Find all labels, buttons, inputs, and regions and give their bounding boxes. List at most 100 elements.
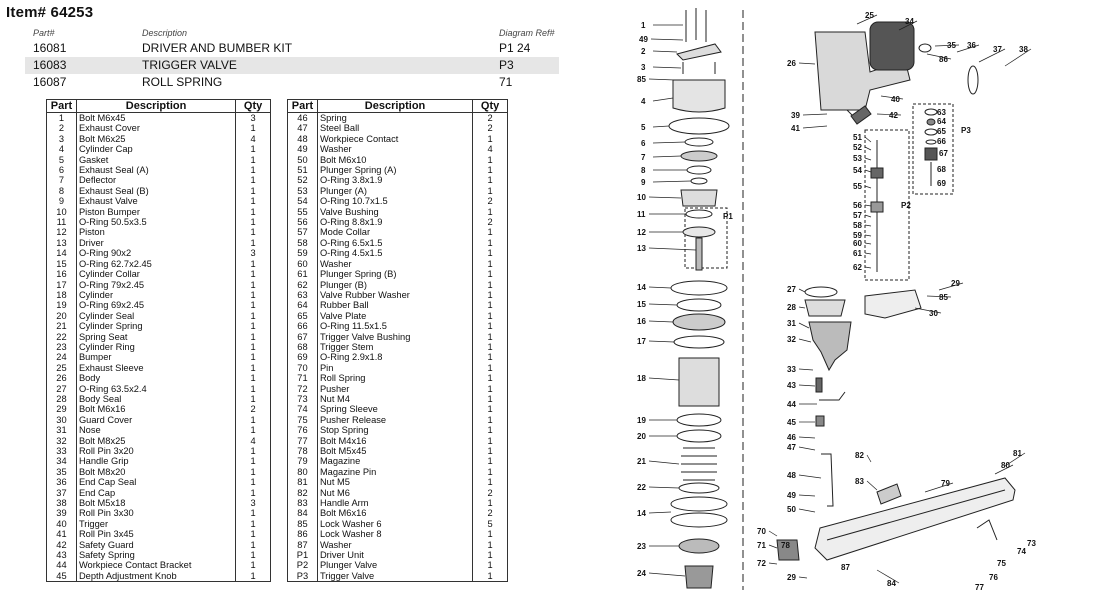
callout-label: 33 bbox=[787, 365, 796, 374]
col-header-part: Part bbox=[287, 99, 318, 113]
callout-labels: 1492385456789101112131415161718192021221… bbox=[637, 11, 1036, 592]
part-number: 62 bbox=[287, 279, 318, 290]
leader-line bbox=[652, 155, 682, 158]
leader-line bbox=[876, 569, 900, 584]
part-qty: 1 bbox=[235, 144, 271, 155]
part-qty: 1 bbox=[235, 518, 271, 530]
driver-shape bbox=[695, 237, 703, 271]
part-description: O-Ring 2.9x1.8 bbox=[316, 352, 474, 363]
callout-label: 67 bbox=[939, 149, 948, 158]
part-number: 14 bbox=[46, 248, 77, 259]
part-description: Bolt M5x45 bbox=[316, 446, 474, 457]
callout-label: 16 bbox=[637, 317, 646, 326]
end-cap-shape bbox=[967, 65, 979, 95]
oring-shape bbox=[676, 413, 722, 427]
part-number: 61 bbox=[287, 269, 318, 280]
part-qty: 1 bbox=[472, 477, 508, 488]
part-number: 35 bbox=[46, 466, 77, 478]
part-description: Gasket bbox=[75, 154, 237, 166]
bushing-shape bbox=[870, 167, 884, 179]
leader-line bbox=[648, 460, 680, 465]
part-description: Spring Seat bbox=[75, 331, 237, 342]
kit-header-part: Part# bbox=[33, 28, 55, 38]
callout-label: 47 bbox=[787, 443, 796, 452]
leader-line bbox=[1004, 452, 1026, 467]
part-qty: 1 bbox=[472, 237, 508, 249]
callout-label: 77 bbox=[975, 583, 984, 592]
exhaust-cover-shape bbox=[676, 43, 722, 61]
part-qty: 1 bbox=[472, 539, 508, 551]
part-description: O-Ring 10.7x1.5 bbox=[316, 196, 474, 207]
part-qty: 1 bbox=[235, 570, 271, 583]
deflector-shape bbox=[680, 150, 718, 162]
callout-label: 64 bbox=[937, 117, 946, 126]
part-qty: 3 bbox=[235, 498, 271, 509]
part-qty: 1 bbox=[235, 154, 271, 166]
pusher-release-shape bbox=[976, 519, 998, 541]
part-qty: 5 bbox=[472, 518, 508, 530]
leader-line bbox=[934, 44, 960, 47]
part-number: 57 bbox=[287, 227, 318, 238]
piston-bumper-shape bbox=[680, 189, 718, 207]
part-number: 20 bbox=[46, 310, 77, 322]
part-number: 7 bbox=[46, 175, 77, 186]
leader-line bbox=[648, 320, 674, 323]
callout-label: 1 bbox=[641, 21, 646, 30]
part-description: Plunger Spring (A) bbox=[316, 165, 474, 176]
part-qty: 1 bbox=[472, 404, 508, 415]
part-qty: 1 bbox=[472, 165, 508, 176]
spring-seat-shape bbox=[678, 482, 720, 494]
part-number: 47 bbox=[287, 123, 318, 134]
leader-line bbox=[798, 508, 816, 513]
part-description: Roll Pin 3x45 bbox=[75, 529, 237, 540]
leader-line bbox=[876, 113, 902, 116]
part-qty: 1 bbox=[235, 321, 271, 332]
part-qty: 2 bbox=[472, 487, 508, 499]
part-qty: 1 bbox=[472, 498, 508, 509]
part-qty: 1 bbox=[472, 310, 508, 322]
callout-label: 20 bbox=[637, 432, 646, 441]
part-description: Exhaust Seal (B) bbox=[75, 185, 237, 197]
part-number: 41 bbox=[46, 529, 77, 540]
callout-label: 74 bbox=[1017, 547, 1026, 556]
part-description: Spring Sleeve bbox=[316, 404, 474, 415]
collar-shape bbox=[870, 201, 884, 213]
leader-line bbox=[864, 266, 872, 269]
part-number: 8 bbox=[46, 185, 77, 197]
callout-label: 41 bbox=[791, 124, 800, 133]
part-description: O-Ring 69x2.45 bbox=[75, 300, 237, 311]
part-qty: 1 bbox=[235, 227, 271, 238]
handle-grip-shape bbox=[869, 21, 915, 71]
part-qty: 1 bbox=[235, 466, 271, 478]
leader-line bbox=[864, 136, 872, 143]
spring-shape bbox=[681, 447, 717, 481]
leader-line bbox=[798, 436, 816, 439]
callout-label: 85 bbox=[637, 75, 646, 84]
callout-label: 85 bbox=[939, 293, 948, 302]
part-qty: 1 bbox=[472, 373, 508, 384]
part-description: Roll Spring bbox=[316, 373, 474, 384]
callout-label: 11 bbox=[637, 210, 646, 219]
part-description: Bolt M8x20 bbox=[75, 466, 237, 478]
part-description: Roll Pin 3x20 bbox=[75, 446, 237, 457]
